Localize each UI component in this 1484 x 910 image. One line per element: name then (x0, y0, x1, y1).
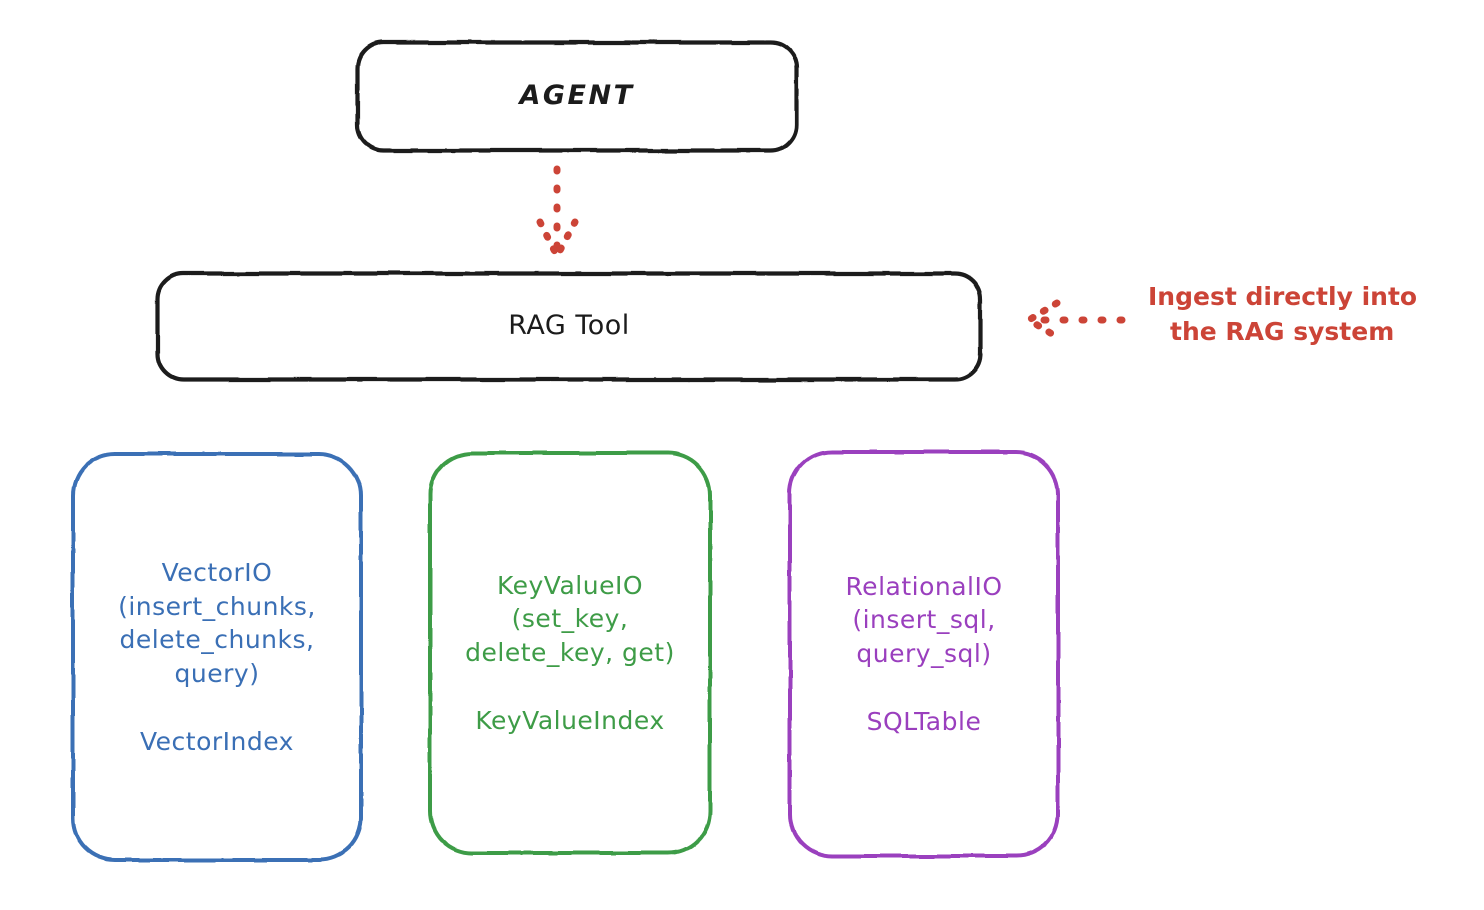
agent-to-rag-tool-connector (536, 165, 579, 260)
keyvalueio-box[interactable]: KeyValueIO (set_key, delete_key, get) Ke… (428, 451, 712, 855)
vectorio-box-label: VectorIO (insert_chunks, delete_chunks, … (118, 557, 316, 756)
relationalio-box-label: RelationalIO (insert_sql, query_sql) SQL… (845, 571, 1003, 736)
ingest-annotation-line-1: Ingest directly into (1148, 282, 1418, 311)
keyvalueio-box-label: KeyValueIO (set_key, delete_key, get) Ke… (465, 570, 675, 735)
agent-box-label: AGENT (519, 80, 635, 112)
ingest-annotation-line-2: the RAG system (1170, 316, 1395, 346)
agent-box[interactable]: AGENT (356, 41, 798, 152)
ingest-annotation: Ingest directly into the RAG system (1148, 280, 1468, 349)
vectorio-box[interactable]: VectorIO (insert_chunks, delete_chunks, … (71, 452, 363, 862)
ingest-connector (1025, 299, 1126, 341)
rag-tool-box[interactable]: RAG Tool (156, 272, 982, 381)
rag-tool-box-label: RAG Tool (508, 310, 630, 342)
relationalio-box[interactable]: RelationalIO (insert_sql, query_sql) SQL… (788, 450, 1060, 858)
